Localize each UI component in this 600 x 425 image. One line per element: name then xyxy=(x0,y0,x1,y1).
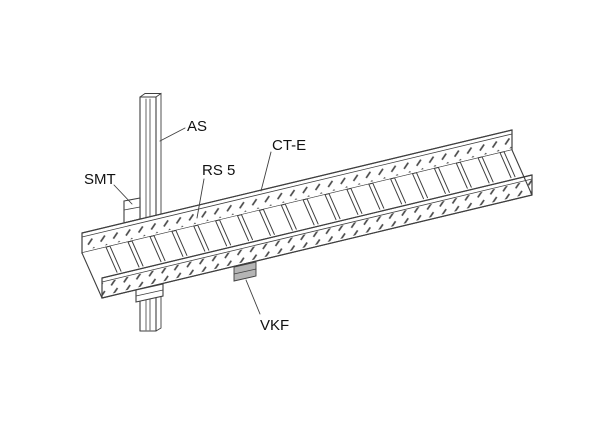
leader-as xyxy=(159,127,186,142)
hold-down-clamp xyxy=(233,261,257,282)
leader-smt xyxy=(113,184,133,205)
tray-ends xyxy=(81,149,533,299)
label-cte: CT-E xyxy=(272,137,306,154)
label-rs5: RS 5 xyxy=(202,162,235,179)
tray-far-side-rail xyxy=(81,129,513,254)
label-smt: SMT xyxy=(84,171,116,188)
leader-cte xyxy=(260,151,272,192)
leader-vkf xyxy=(245,279,261,315)
leader-rs5 xyxy=(196,178,205,219)
label-vkf: VKF xyxy=(260,317,289,334)
support-bracket xyxy=(135,283,164,303)
label-as: AS xyxy=(187,118,207,135)
